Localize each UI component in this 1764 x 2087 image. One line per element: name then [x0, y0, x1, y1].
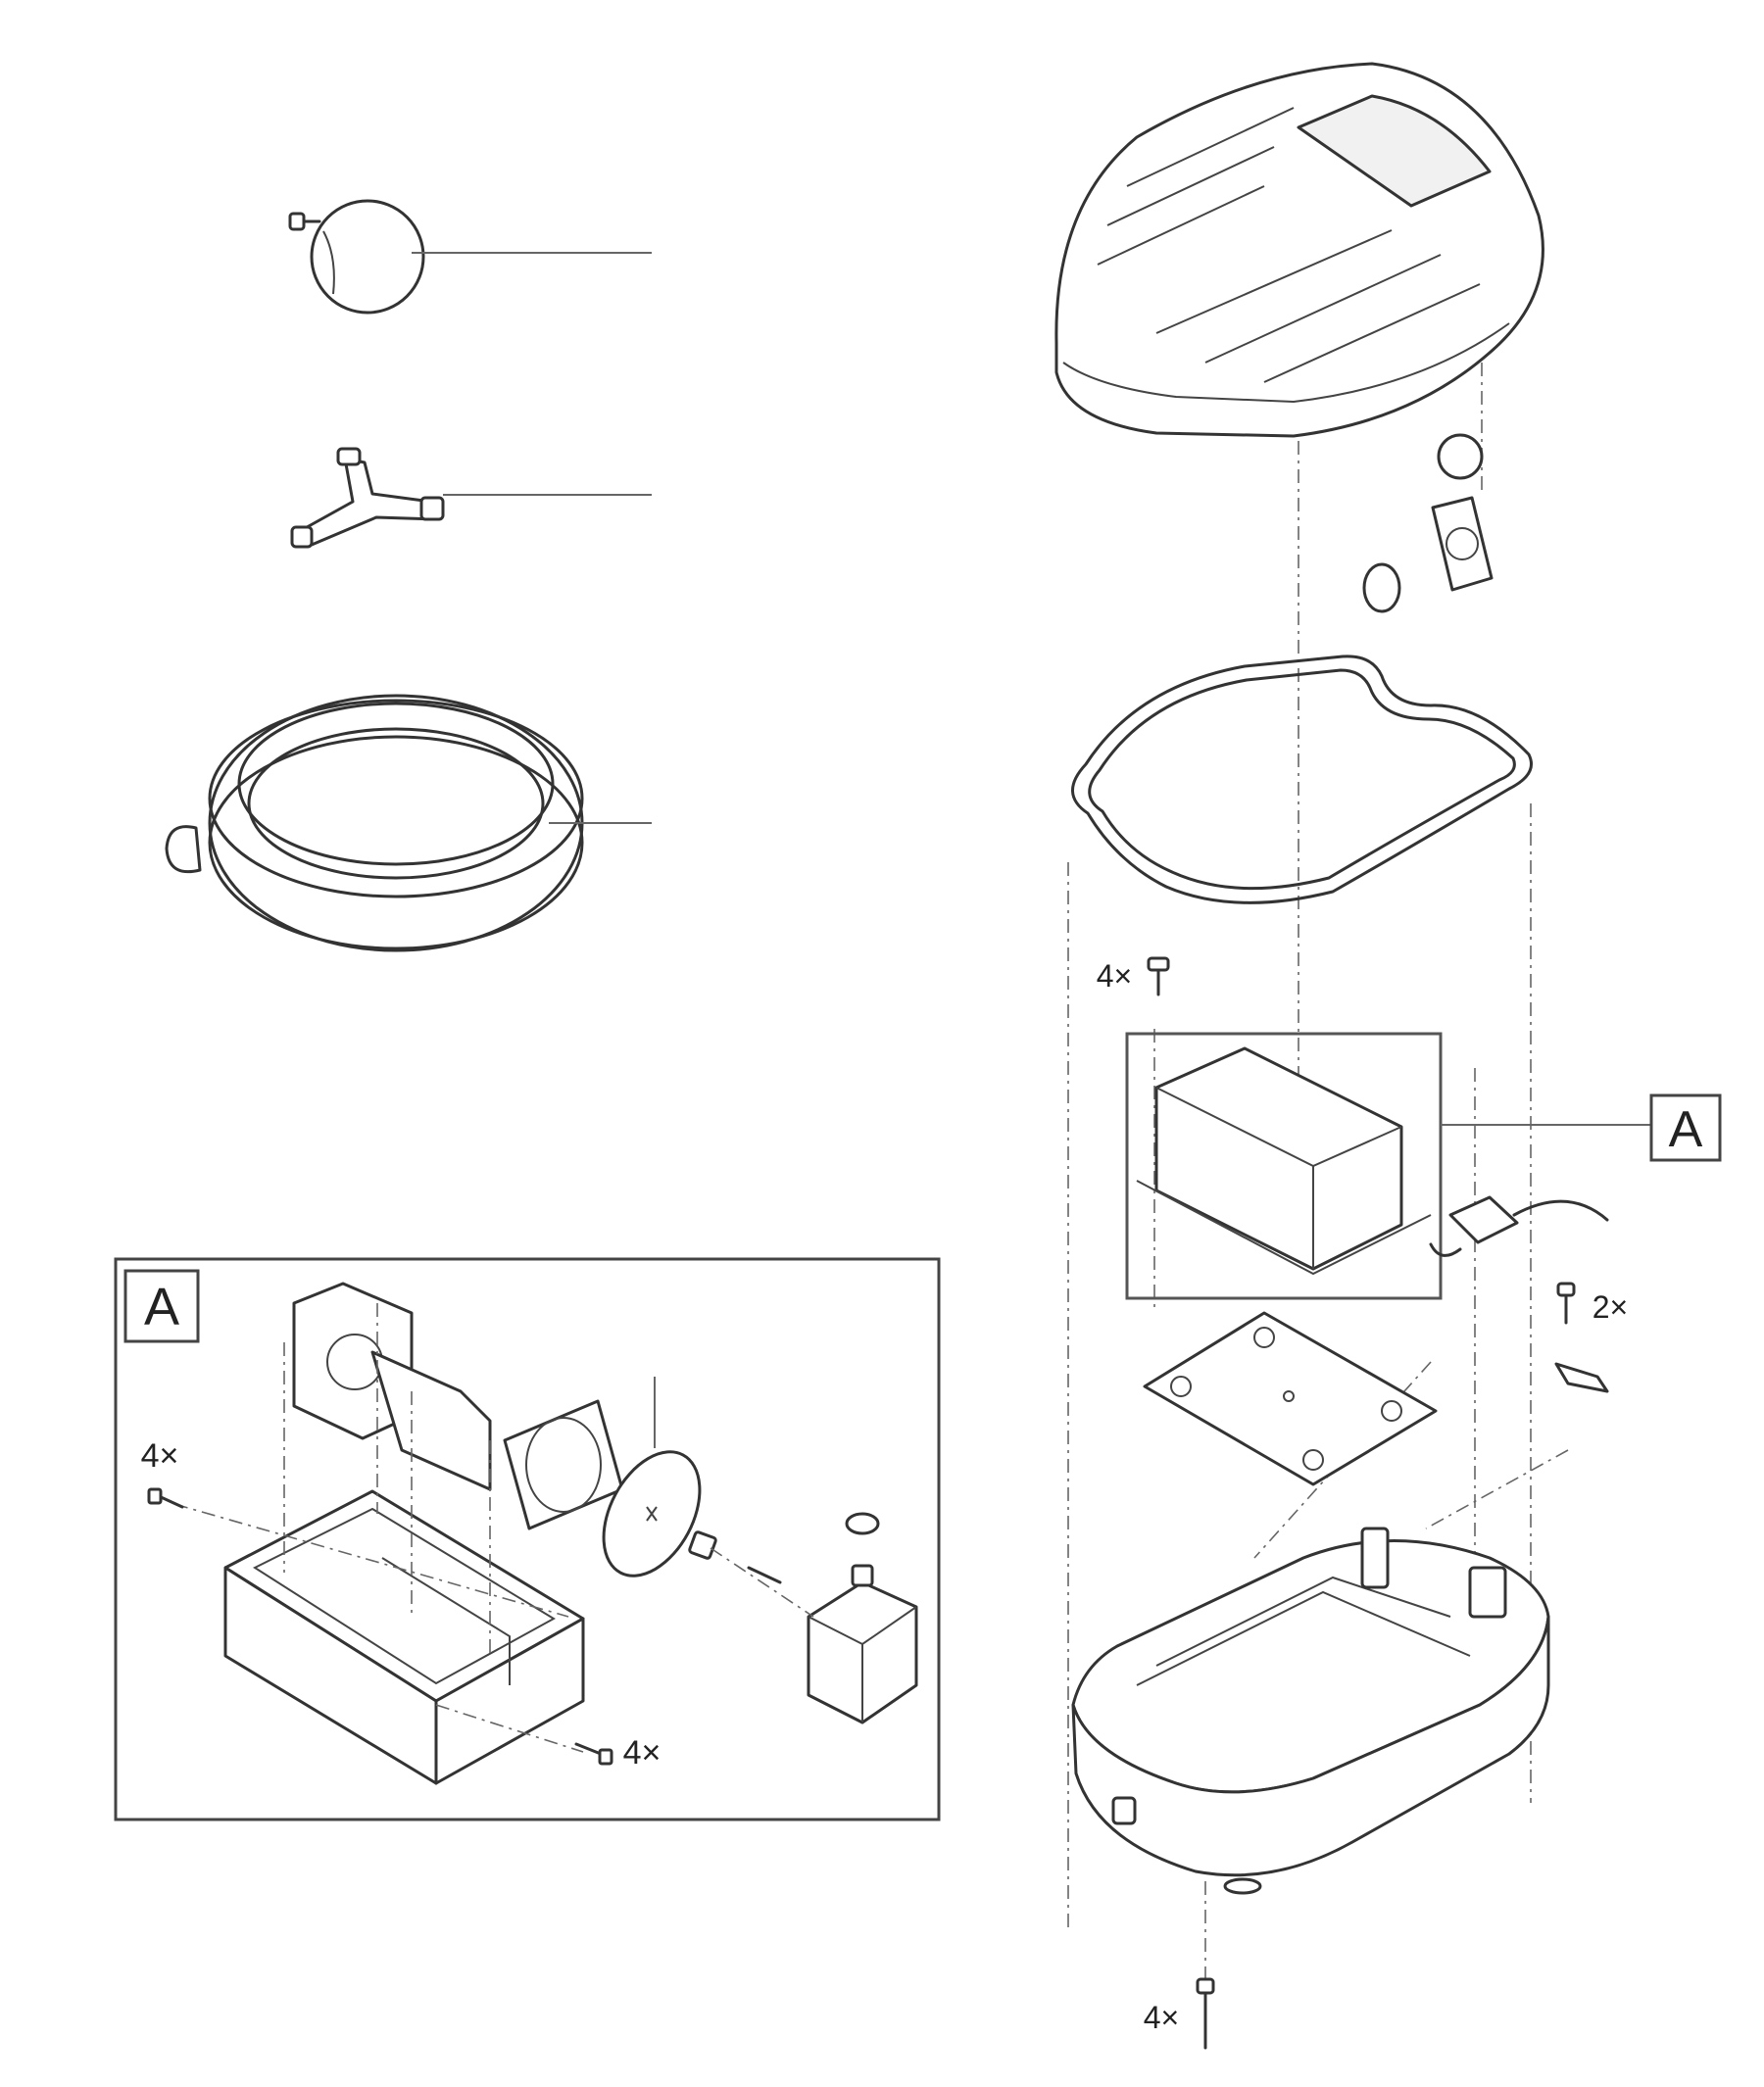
outlet-flange [1362, 433, 1494, 613]
inset-bottom-screw [574, 1742, 613, 1766]
top-cover-dashed-guides [1298, 363, 1483, 1156]
base-housing [1071, 1527, 1550, 1895]
base-screw [1196, 1977, 1215, 2050]
inset-dashed-guides [173, 1303, 814, 1753]
air-hose-coil [165, 694, 584, 952]
motor-screw [1147, 956, 1170, 996]
inset-diaphragm-disc [602, 1450, 702, 1577]
y-connector [290, 447, 445, 549]
inset-valve-block [807, 1512, 918, 1724]
base-screw-qty: 4× [1144, 2000, 1179, 2035]
clip-screw [1556, 1282, 1576, 1325]
inset-housing-tray [223, 1489, 585, 1785]
inset-nut [688, 1530, 717, 1560]
motor-screw-qty: 4× [1097, 958, 1132, 994]
mounting-plate [1143, 1311, 1438, 1486]
top-cover [1054, 62, 1544, 438]
inset-membrane-plate [503, 1399, 624, 1530]
inset-frame [114, 1257, 941, 1821]
inset-callout-label: A [144, 1278, 179, 1336]
power-cable [1429, 1195, 1609, 1257]
seal-gasket [1071, 655, 1533, 904]
clip-screw-qty: 2× [1592, 1289, 1628, 1325]
inset-bottom-screw-qty: 4× [623, 1734, 662, 1772]
module-a-frame [1125, 1032, 1443, 1300]
inset-screw [747, 1566, 782, 1584]
motor-module [1136, 1046, 1432, 1276]
inset-left-screw [147, 1487, 184, 1509]
cable-clip [1554, 1362, 1609, 1393]
module-callout-label: A [1669, 1101, 1703, 1158]
inset-left-screw-qty: 4× [141, 1437, 179, 1475]
inset-magnet-coil [292, 1282, 492, 1491]
module-callout-box [1649, 1093, 1722, 1162]
inset-callout-box [123, 1269, 200, 1343]
air-stone [288, 199, 425, 315]
